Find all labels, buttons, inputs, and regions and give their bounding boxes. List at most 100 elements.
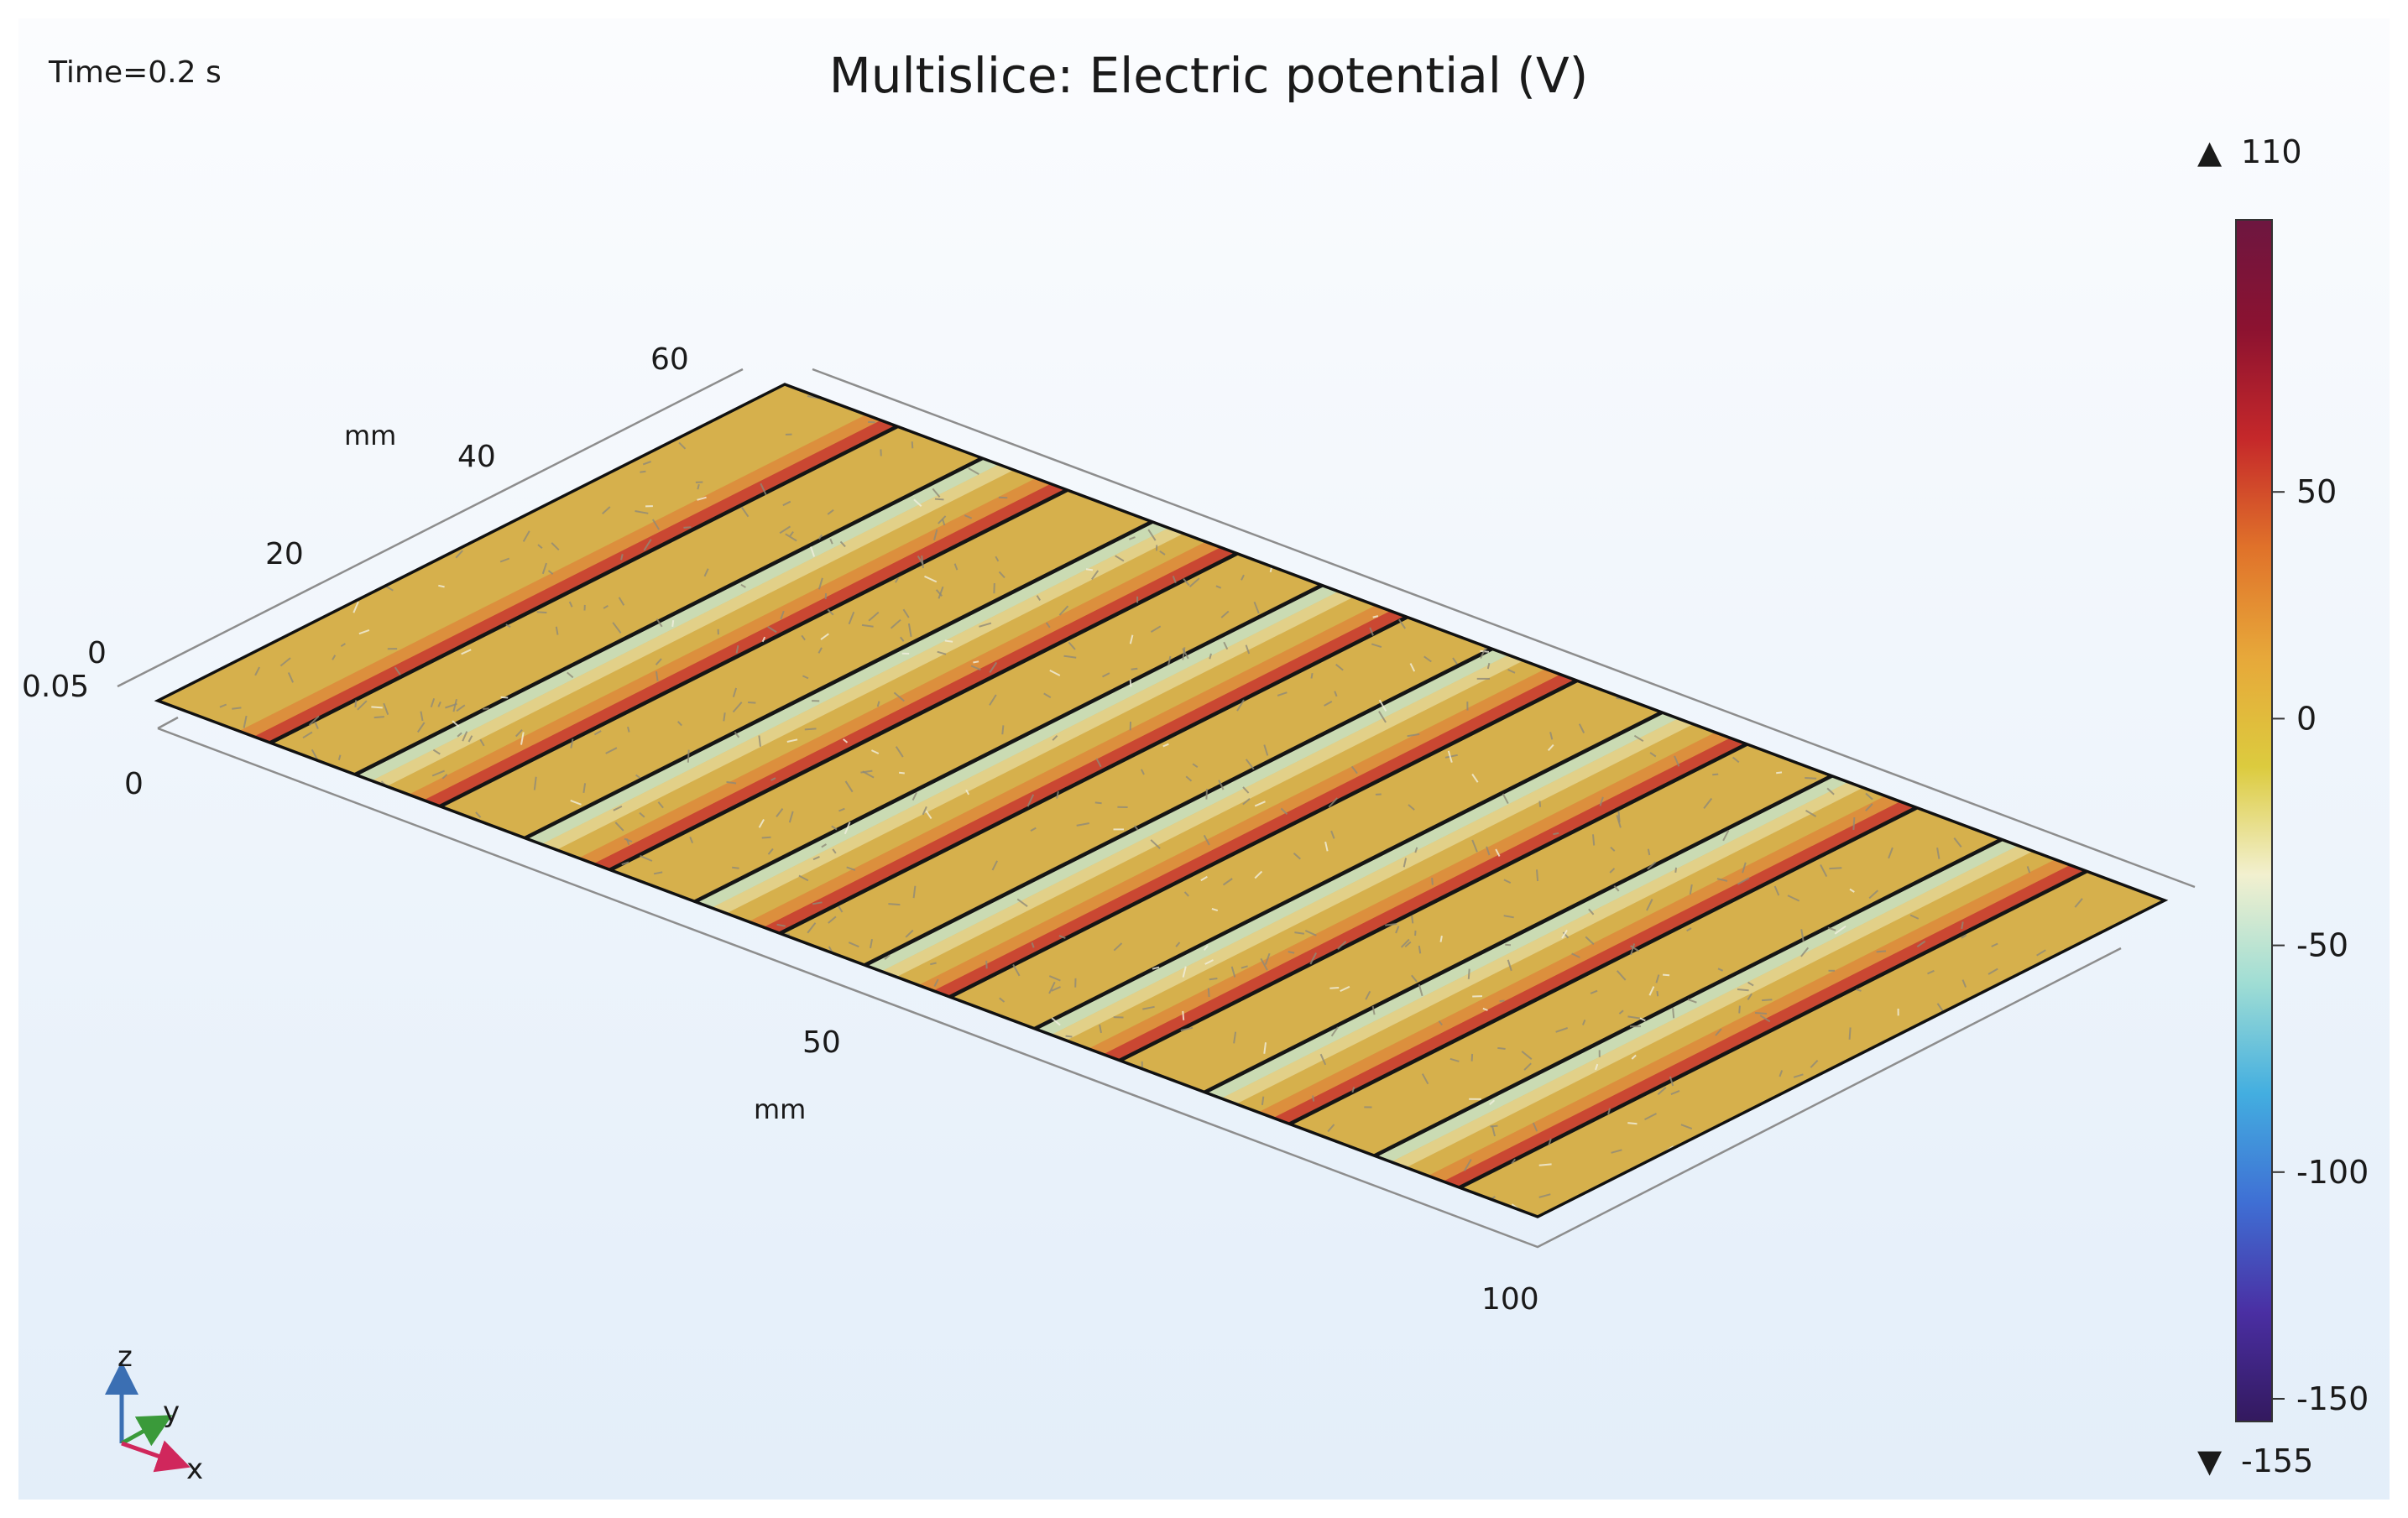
contour-fragment: [620, 554, 624, 561]
contour-fragment: [888, 903, 901, 906]
contour-fragment: [456, 704, 466, 712]
contour-fragment: [613, 806, 623, 811]
contour-fragment: [254, 666, 260, 676]
contour-fragment: [1868, 889, 1879, 900]
contour-fragment: [770, 777, 776, 781]
electrode-line: [661, 568, 1356, 919]
contour-fragment: [907, 623, 912, 637]
contour-fragment: [1800, 929, 1805, 942]
contour-fragment: [1350, 765, 1358, 775]
contour-fragment: [1400, 938, 1410, 948]
contour-fragment: [676, 721, 682, 727]
contour-fragment: [1627, 1015, 1640, 1020]
contour-fragment: [1438, 1020, 1443, 1026]
contour-fragment: [1717, 968, 1724, 972]
field-band-edge: [547, 525, 1252, 880]
contour-fragment: [416, 722, 426, 733]
contour-fragment: [1613, 884, 1620, 892]
contour-fragment: [1051, 986, 1061, 992]
contour-fragment: [1335, 664, 1344, 671]
contour-fragment: [1647, 848, 1651, 856]
contour-fragment: [848, 611, 855, 625]
contour-fragment: [938, 586, 944, 599]
colorbar-tick-label: -50: [2296, 927, 2348, 964]
contour-fragment: [2074, 898, 2083, 908]
contour-fragment: [1068, 641, 1076, 650]
contour-fragment: [1555, 1027, 1569, 1033]
contour-fragment: [655, 658, 662, 665]
field-band-edge: [1360, 829, 2065, 1184]
contour-fragment: [1592, 834, 1596, 846]
y-axis-ticks: 0 20 40 60 mm: [87, 342, 689, 670]
contour-fragment: [1578, 723, 1585, 733]
contour-fragment: [1482, 1007, 1488, 1011]
contour-fragment: [1464, 1159, 1472, 1171]
contour-fragment: [340, 643, 346, 648]
x-tick-label: 50: [802, 1025, 841, 1060]
contour-fragment: [1304, 930, 1317, 936]
contour-fragment: [1012, 964, 1021, 977]
contour-fragment: [582, 783, 587, 794]
contour-fragment: [965, 789, 970, 796]
contour-fragment: [798, 874, 809, 882]
contour-fragment: [653, 871, 663, 875]
contour-fragment: [1747, 993, 1752, 1000]
contour-fragment: [515, 729, 523, 738]
contour-fragment: [785, 533, 797, 542]
contour-fragment: [1553, 832, 1559, 836]
contour-fragment: [913, 498, 922, 507]
contour-fragment: [1330, 830, 1335, 839]
contour-fragment: [505, 623, 511, 629]
field-band: [1072, 722, 1779, 1077]
contour-fragment: [740, 506, 750, 518]
contour-fragment: [1418, 983, 1423, 997]
contour-fragment: [810, 546, 816, 557]
contour-fragment: [732, 702, 743, 713]
contour-fragment: [536, 611, 547, 614]
electrode-line: [1000, 696, 1696, 1046]
contour-fragment: [467, 735, 473, 743]
contour-fragment: [1049, 670, 1061, 676]
time-label: Time=0.2 s: [48, 55, 222, 90]
contour-fragment: [1810, 1060, 1819, 1068]
z-tick-label: 0.05: [22, 670, 89, 704]
contour-fragment: [1115, 555, 1125, 562]
contour-fragment: [353, 601, 359, 613]
contour-fragment: [732, 866, 739, 869]
contour-fragment: [1503, 879, 1512, 884]
contour-fragment: [1521, 1051, 1533, 1060]
contour-fragment: [354, 700, 358, 707]
field-band: [222, 404, 929, 759]
contour-fragment: [1094, 801, 1102, 805]
contour-fragment: [1150, 625, 1162, 633]
field-band-edge: [207, 399, 912, 753]
contour-fragment: [911, 791, 918, 801]
contour-fragment: [922, 806, 927, 816]
contour-fragment: [989, 661, 998, 673]
contour-fragment: [1715, 1028, 1722, 1036]
contour-fragment: [932, 488, 941, 498]
contour-fragment: [1280, 807, 1288, 816]
contour-fragment: [1480, 647, 1486, 659]
contour-fragment: [1090, 570, 1100, 580]
electrode-line: [831, 632, 1526, 983]
contour-fragment: [635, 510, 649, 514]
contour-fragment: [1611, 1149, 1622, 1154]
contour-fragment: [1633, 734, 1644, 743]
contour-fragment: [1689, 884, 1693, 895]
contour-fragment: [776, 807, 784, 818]
contour-fragment: [817, 534, 823, 540]
contour-fragment: [934, 498, 944, 501]
contour-fragment: [383, 702, 389, 715]
contour-fragment: [933, 978, 939, 987]
electrode-line: [576, 536, 1272, 887]
contour-fragment: [985, 960, 988, 969]
contour-fragment: [1585, 936, 1595, 946]
contour-fragment: [740, 583, 746, 588]
contour-fragment: [848, 942, 859, 948]
contour-fragment: [1486, 846, 1491, 856]
field-band-edge: [340, 448, 1046, 802]
contour-fragment: [1309, 952, 1317, 965]
contour-fragment: [1502, 793, 1509, 805]
